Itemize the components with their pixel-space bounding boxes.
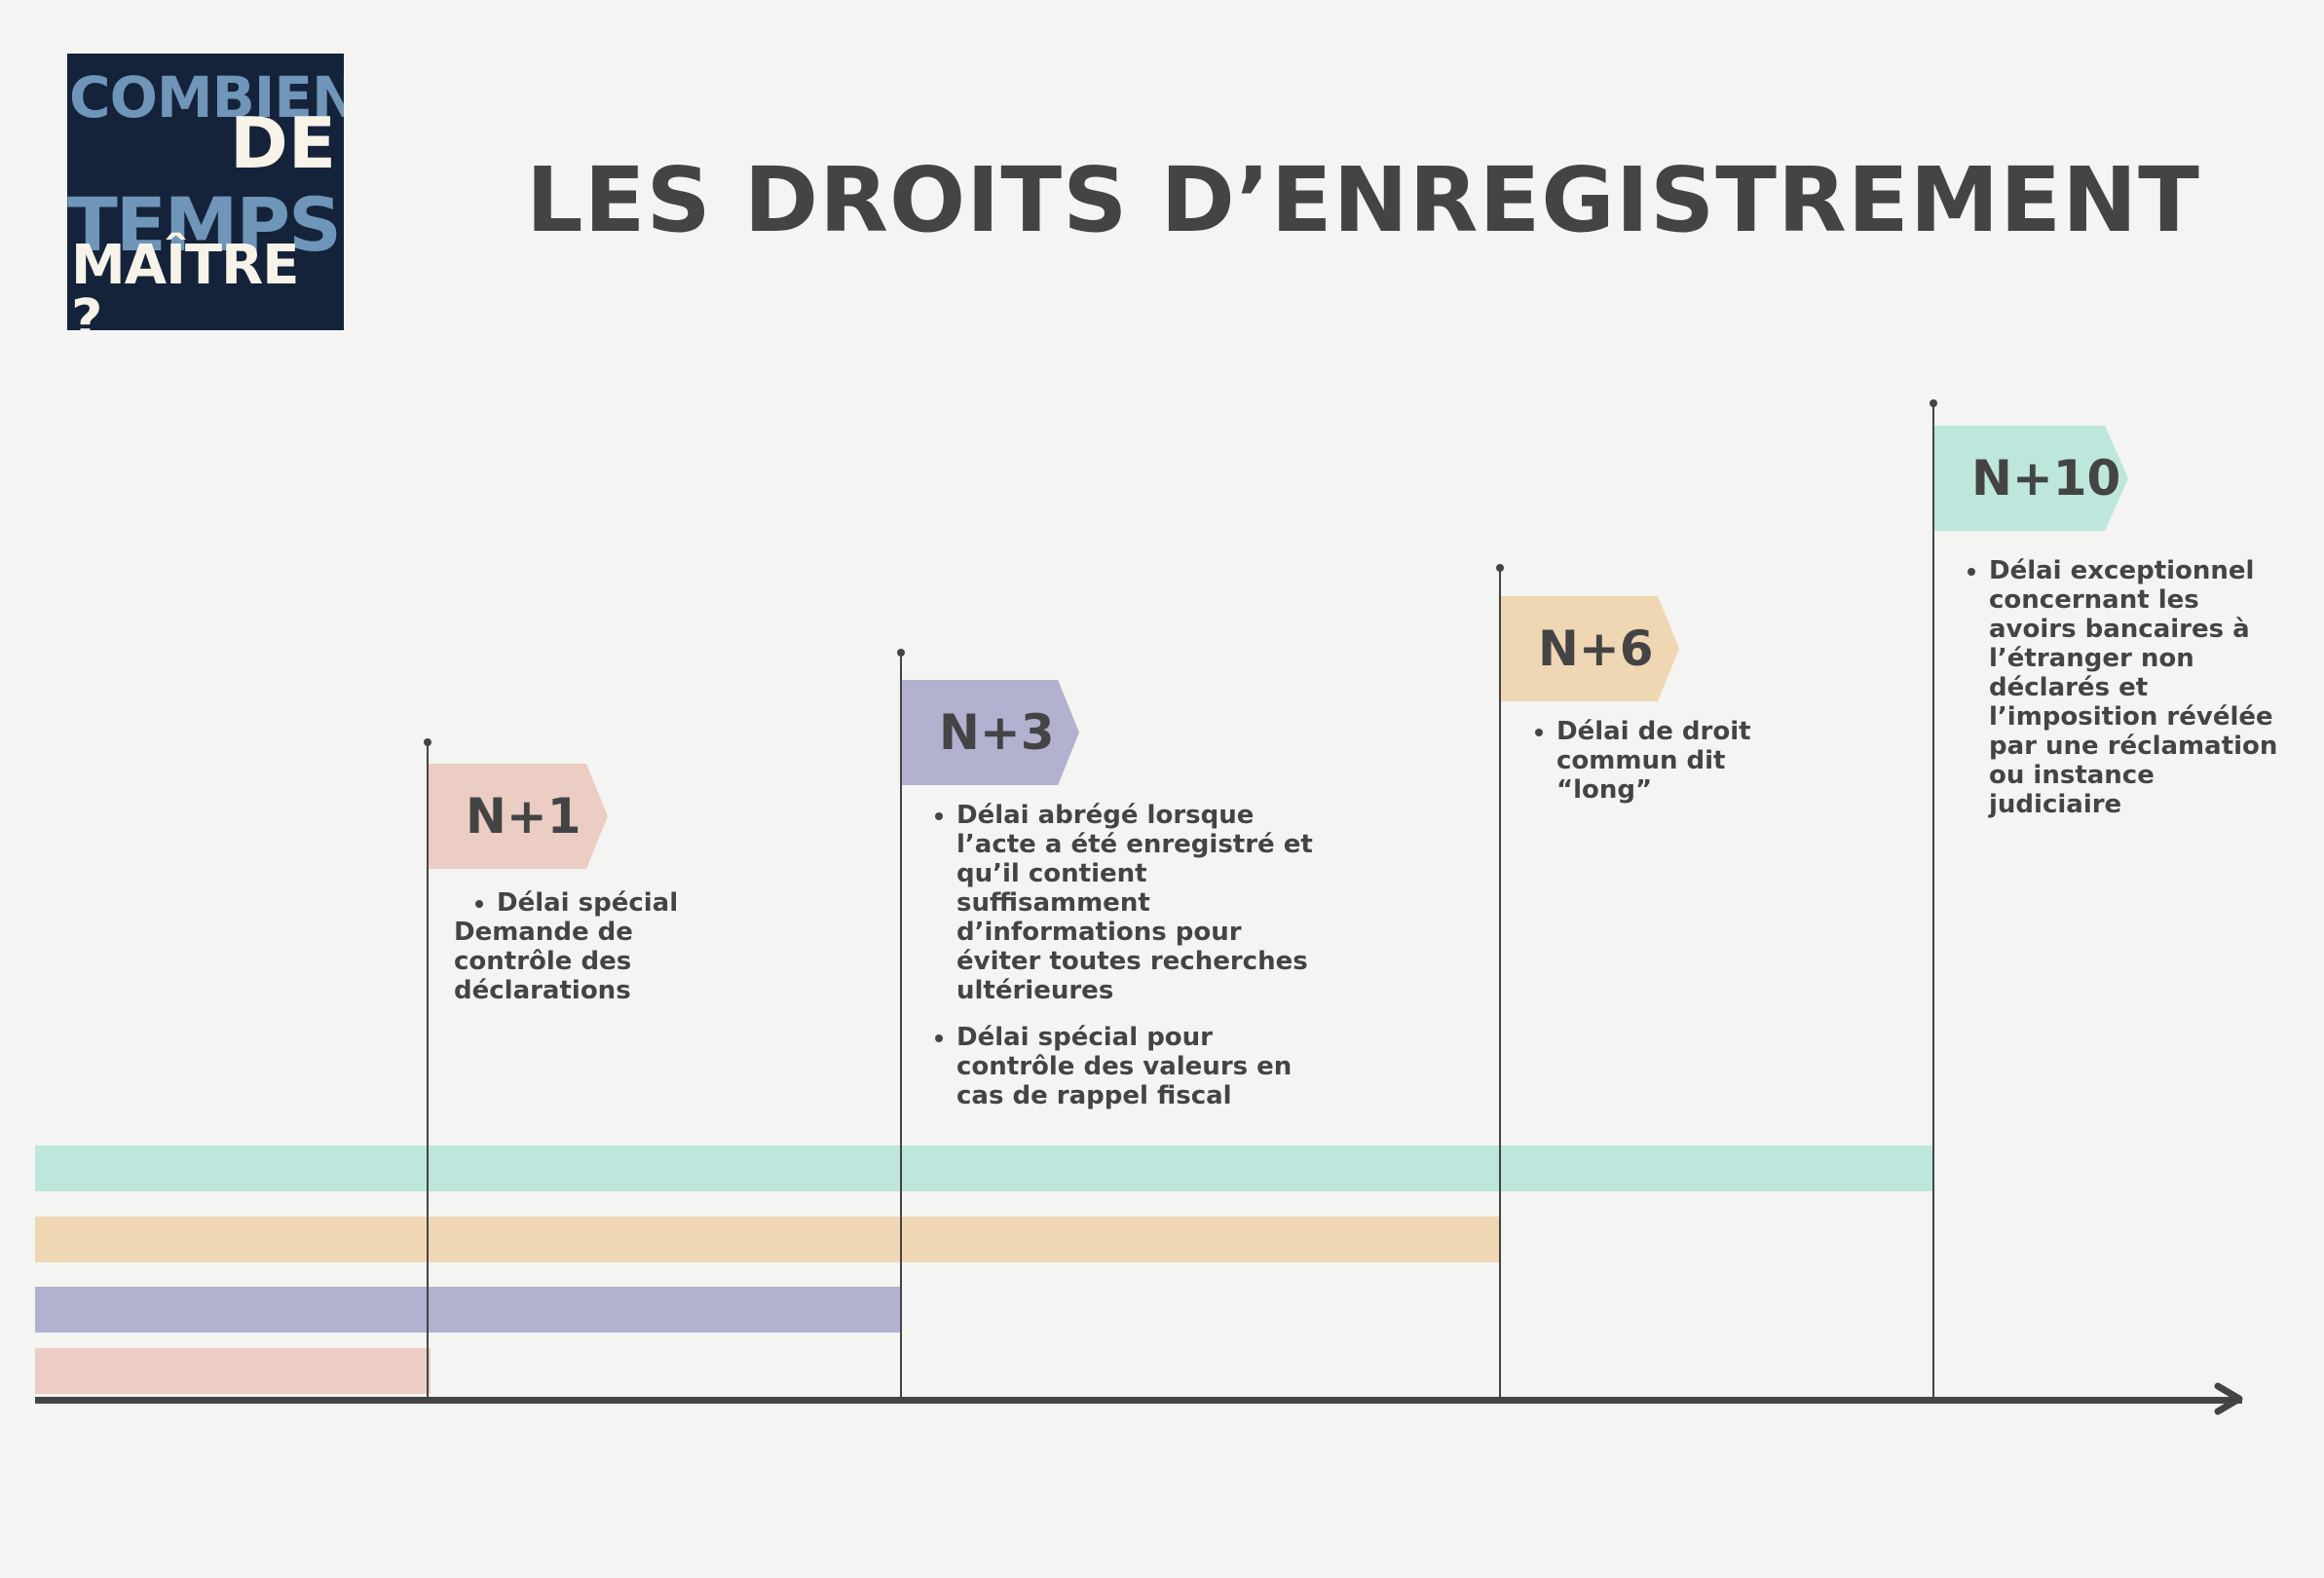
description-n3: Délai abrégé lorsque l’acte a été enregi… <box>931 801 1313 1128</box>
bullet-item: Délai spécial pour contrôle des valeurs … <box>956 1023 1313 1110</box>
logo-line-temps: TEMPS <box>67 181 342 268</box>
bullet-item: Délai exceptionnel concernant les avoirs… <box>1989 556 2295 819</box>
logo-line-de: DE <box>230 102 336 184</box>
description-n10: Délai exceptionnel concernant les avoirs… <box>1964 556 2295 837</box>
pole-n10 <box>1930 399 1937 1397</box>
pole-n1 <box>424 738 431 1397</box>
flag-n10: N+10 <box>1934 426 2128 531</box>
flag-label: N+10 <box>1971 450 2121 507</box>
band-n10 <box>35 1146 1934 1191</box>
flag-n3: N+3 <box>902 680 1079 785</box>
description-text: Demande de contrôle des déclarations <box>454 918 633 1005</box>
flag-n6: N+6 <box>1501 596 1679 701</box>
time-axis <box>35 1397 2242 1404</box>
description-n1: Délai spécial Demande de contrôle des dé… <box>454 888 746 1005</box>
page-title: LES DROITS D’ENREGISTREMENT <box>526 148 2200 252</box>
description-n6: Délai de droit commun dit “long” <box>1531 717 1823 822</box>
flag-label: N+1 <box>466 788 581 845</box>
flag-n1: N+1 <box>429 764 608 869</box>
podcast-logo: COMBIEN DE TEMPS MAÎTRE ? <box>67 54 344 330</box>
flag-label: N+6 <box>1538 620 1654 677</box>
pole-n3 <box>897 649 905 1397</box>
band-n3 <box>35 1287 901 1333</box>
bullet-item: Délai de droit commun dit “long” <box>1556 717 1823 805</box>
arrow-right-icon <box>2214 1382 2243 1415</box>
logo-line-combien: COMBIEN <box>69 64 344 131</box>
bullet-item: Délai abrégé lorsque l’acte a été enregi… <box>956 801 1313 1005</box>
band-n6 <box>35 1217 1499 1262</box>
band-n1 <box>35 1348 431 1394</box>
logo-line-maitre: MAÎTRE ? <box>71 234 299 331</box>
flag-label: N+3 <box>939 704 1055 761</box>
bullet-item: Délai spécial <box>497 888 746 918</box>
pole-n6 <box>1496 564 1504 1397</box>
